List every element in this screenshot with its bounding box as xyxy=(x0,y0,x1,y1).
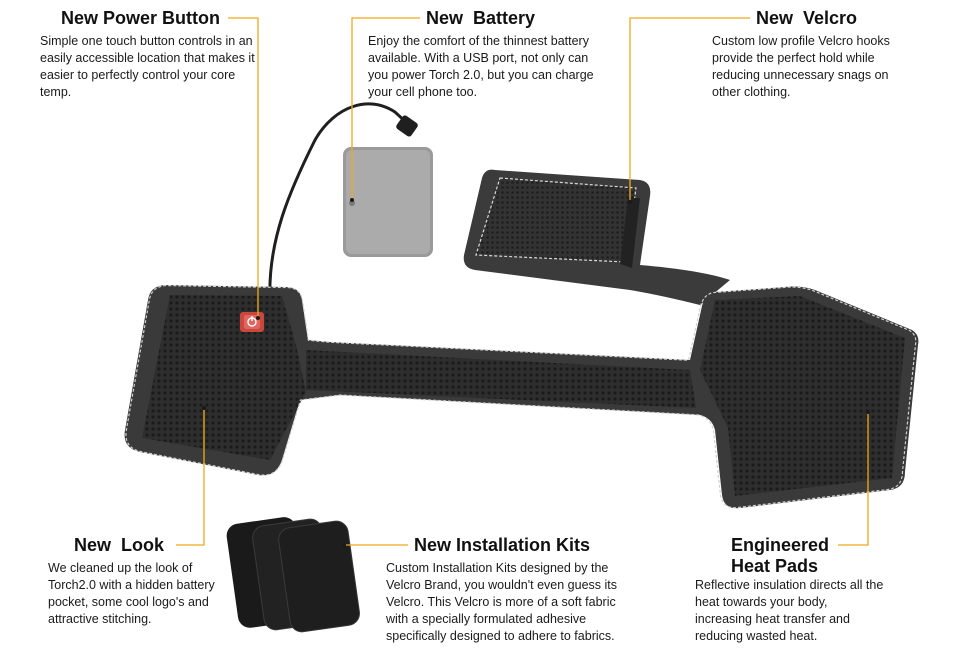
heat-band xyxy=(124,284,919,509)
callout-body: Custom Installation Kits designed by the… xyxy=(386,561,617,643)
usb-plug xyxy=(396,115,418,137)
callout-title: New Velcro xyxy=(756,8,858,28)
callout-title: New Battery xyxy=(426,8,536,28)
callout-battery: New Battery Enjoy the comfort of the thi… xyxy=(368,8,608,101)
callout-installation-kits: New Installation Kits Custom Installatio… xyxy=(386,535,631,645)
callout-body: Custom low profile Velcro hooks provide … xyxy=(712,34,890,99)
battery-pack xyxy=(343,147,433,257)
callout-title: New Power Button xyxy=(61,8,221,28)
callout-heat-pads: Engineered Heat Pads Reflective insulati… xyxy=(695,535,885,645)
callout-title: New Look xyxy=(74,535,165,555)
callout-title: Engineered Heat Pads xyxy=(731,535,830,576)
callout-body: We cleaned up the look of Torch2.0 with … xyxy=(48,561,215,626)
callout-title: New Installation Kits xyxy=(414,535,591,555)
callout-body: Simple one touch button controls in an e… xyxy=(40,34,255,99)
installation-kit-pads xyxy=(226,517,360,633)
power-button-icon xyxy=(240,312,264,332)
velcro-flap xyxy=(463,169,730,305)
callout-body: Enjoy the comfort of the thinnest batter… xyxy=(368,34,594,99)
callout-power-button: New Power Button Simple one touch button… xyxy=(40,8,265,101)
callout-look: New Look We cleaned up the look of Torch… xyxy=(48,535,233,628)
callout-velcro: New Velcro Custom low profile Velcro hoo… xyxy=(712,8,897,101)
callout-body: Reflective insulation directs all the he… xyxy=(695,578,884,643)
